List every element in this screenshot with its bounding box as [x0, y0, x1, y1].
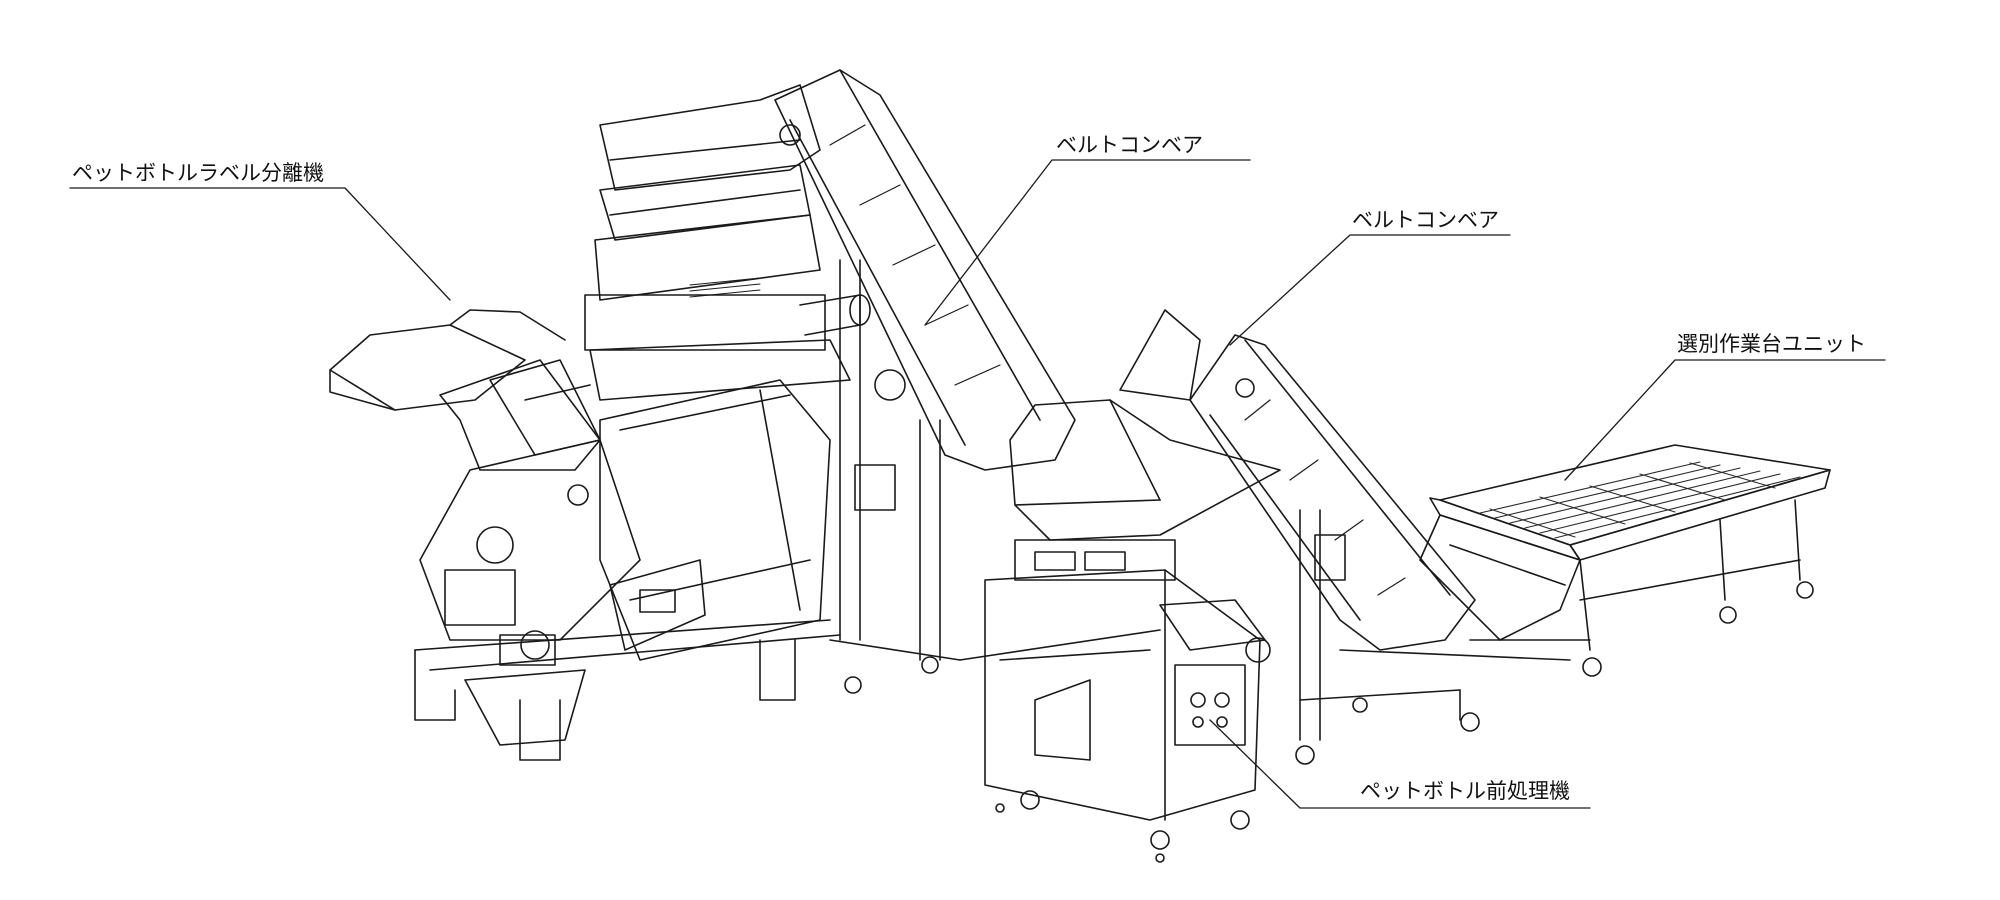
label-separator-callout: ペットボトルラベル分離機 [72, 161, 324, 185]
label-separator-machine [329, 84, 871, 761]
leader-conveyor-1 [924, 159, 1251, 326]
pretreatment-machine-callout: ペットボトル前処理機 [1360, 779, 1570, 803]
leader-pretreatment [1209, 719, 1591, 809]
belt-conveyor-1 [774, 69, 1161, 694]
leader-conveyor-2 [1229, 234, 1511, 346]
belt-conveyor-1-callout: ベルトコンベア [1056, 133, 1203, 157]
sorting-mesh [1479, 461, 1801, 539]
leader-separator [69, 187, 451, 301]
pretreatment-machine [984, 399, 1281, 863]
belt-conveyor-2 [1119, 309, 1571, 765]
leader-sorting [1564, 359, 1886, 481]
sorting-table-unit [1419, 444, 1831, 677]
sorting-table-callout: 選別作業台ユニット [1677, 332, 1866, 356]
belt-conveyor-2-callout: ベルトコンベア [1352, 208, 1499, 232]
leader-lines [69, 159, 1886, 809]
